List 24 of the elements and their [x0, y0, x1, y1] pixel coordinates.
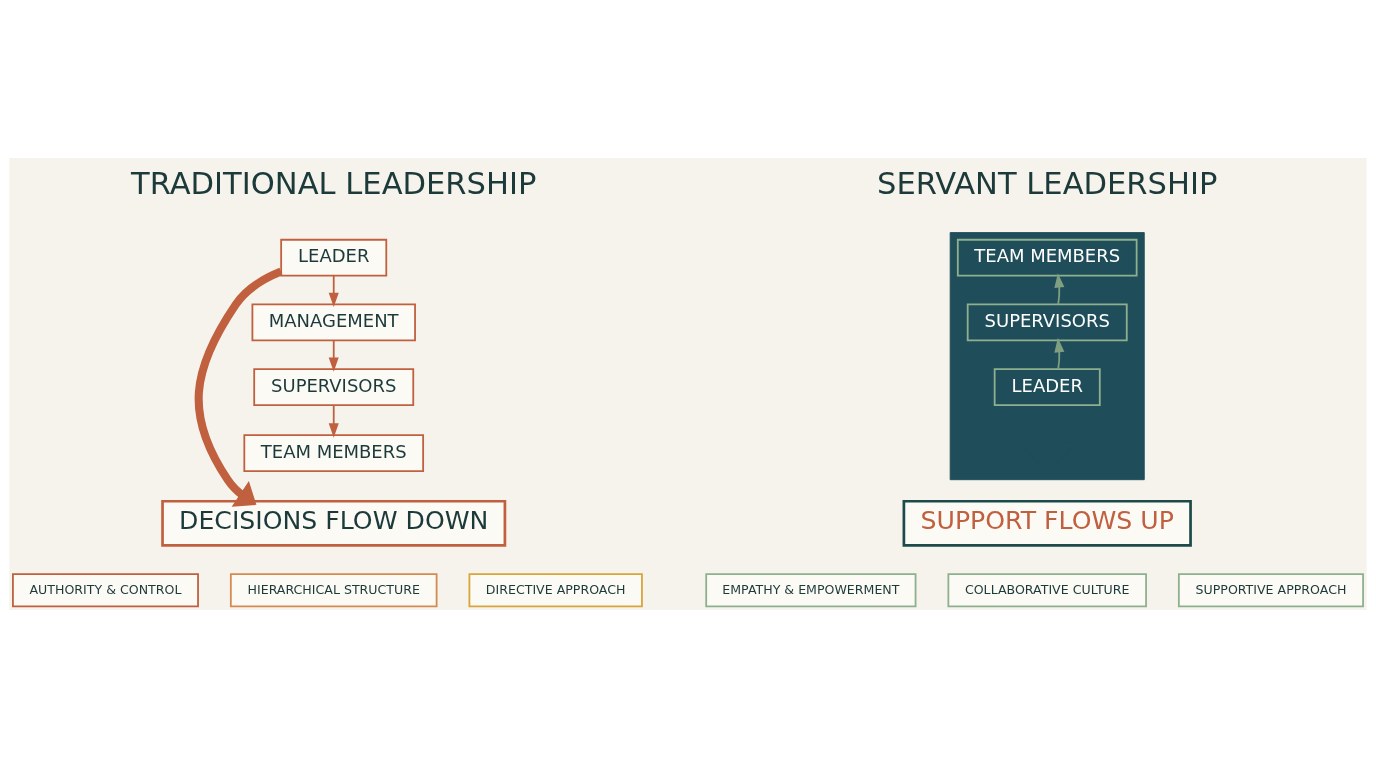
node-box: HIERARCHICAL STRUCTURE — [229, 573, 438, 608]
arrow — [1054, 273, 1065, 306]
node-box: DIRECTIVE APPROACH — [468, 573, 643, 608]
node-box: LEADER — [993, 368, 1101, 406]
arrow — [328, 274, 339, 308]
node-box: DECISIONS FLOW DOWN — [161, 499, 507, 547]
node-box: TEAM MEMBERS — [956, 238, 1138, 277]
node-box: TEAM MEMBERS — [243, 434, 425, 473]
node-box: LEADER — [280, 238, 388, 277]
node-box: MANAGEMENT — [251, 303, 416, 342]
node-box: COLLABORATIVE CULTURE — [947, 573, 1147, 608]
node-box: AUTHORITY & CONTROL — [12, 573, 199, 608]
cluster — [949, 232, 1145, 481]
label: TRADITIONAL LEADERSHIP — [131, 166, 537, 202]
node-box: EMPATHY & EMPOWERMENT — [705, 573, 917, 608]
arrow — [328, 339, 339, 372]
arrow — [1054, 337, 1065, 370]
node-box: SUPPORTIVE APPROACH — [1177, 573, 1364, 608]
node-box: SUPPORT FLOWS UP — [902, 499, 1192, 547]
arrow — [194, 267, 283, 507]
node-box: SUPERVISORS — [966, 303, 1128, 342]
node-box: SUPERVISORS — [253, 368, 415, 406]
arrow — [328, 404, 339, 438]
label: SERVANT LEADERSHIP — [877, 166, 1218, 202]
